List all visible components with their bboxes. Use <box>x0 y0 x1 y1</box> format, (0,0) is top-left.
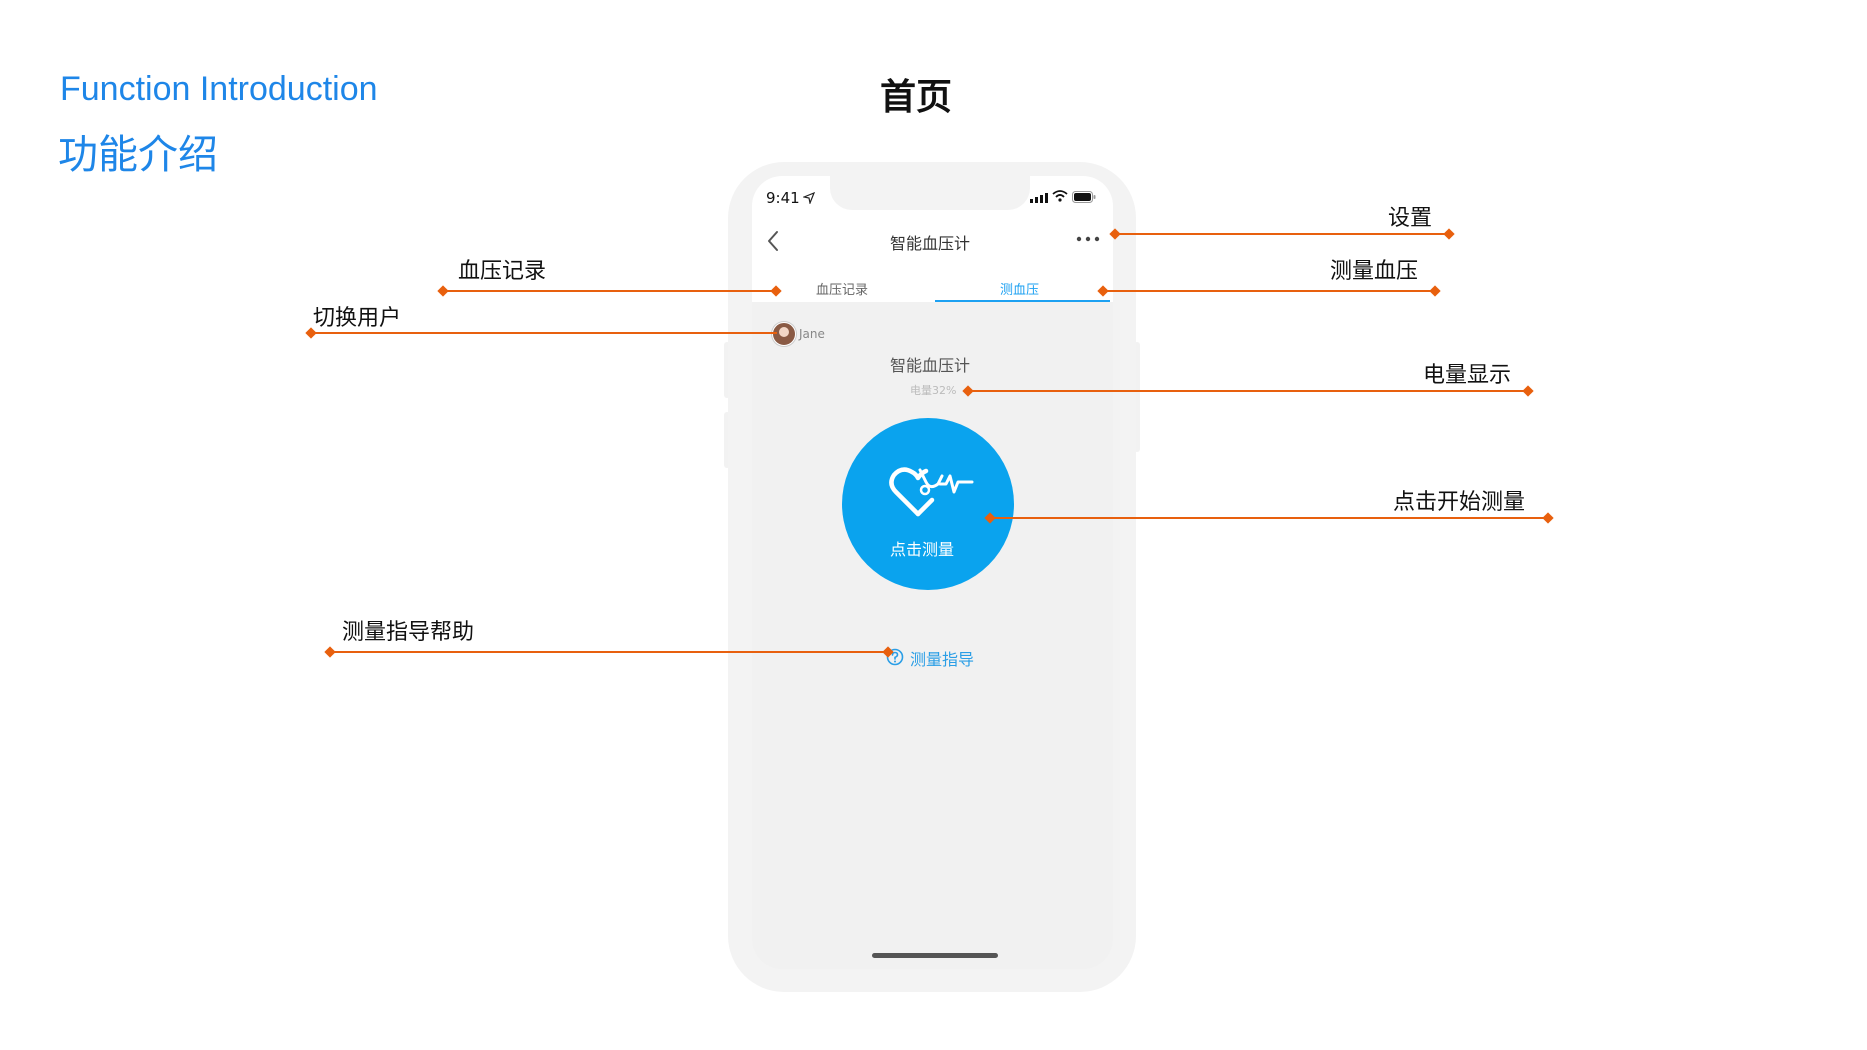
callout-line <box>1103 290 1435 292</box>
callout-line <box>1115 233 1449 235</box>
callout-switch-user: 切换用户 <box>313 306 402 331</box>
tab-bp-record[interactable]: 血压记录 <box>816 283 869 298</box>
battery-icon <box>1072 191 1096 203</box>
nav-title: 智能血压计 <box>890 234 971 253</box>
wifi-icon <box>1052 190 1068 202</box>
callout-bp-record: 血压记录 <box>458 259 547 284</box>
callout-battery-display: 电量显示 <box>1423 363 1512 388</box>
more-icon[interactable] <box>1076 236 1100 242</box>
signal-icon <box>1030 193 1048 203</box>
phone-side-button <box>724 342 730 398</box>
phone-side-button <box>1134 342 1140 452</box>
callout-dot <box>1522 385 1534 397</box>
callout-line <box>990 517 1548 519</box>
function-introduction-title-zh: 功能介绍 <box>58 132 218 178</box>
location-arrow-icon <box>803 192 815 204</box>
phone-side-button <box>724 412 730 468</box>
callout-dot <box>324 646 336 658</box>
callout-measure-bp: 测量血压 <box>1330 259 1419 284</box>
callout-line <box>311 332 777 334</box>
callout-dot <box>1443 228 1455 240</box>
phone-notch <box>830 176 1030 210</box>
function-introduction-title: Function Introduction <box>60 70 378 108</box>
callout-dot <box>1429 285 1441 297</box>
callout-line <box>443 290 776 292</box>
user-name[interactable]: Jane <box>799 327 825 341</box>
callout-guide-help: 测量指导帮助 <box>342 620 475 645</box>
callout-line <box>330 651 888 653</box>
page-title: 首页 <box>880 77 953 118</box>
callout-start-measure: 点击开始测量 <box>1393 490 1526 515</box>
device-name: 智能血压计 <box>890 356 971 375</box>
callout-line <box>968 390 1528 392</box>
measure-guide-link[interactable]: 测量指导 <box>910 650 975 669</box>
home-indicator <box>872 953 998 958</box>
battery-level: 电量32% <box>910 384 957 397</box>
tab-active-indicator <box>935 300 1110 302</box>
avatar[interactable] <box>772 322 796 346</box>
callout-dot <box>1542 512 1554 524</box>
heart-stethoscope-icon <box>889 467 974 517</box>
tab-measure-bp[interactable]: 测血压 <box>1000 283 1040 298</box>
callout-dot <box>437 285 449 297</box>
chevron-left-icon[interactable] <box>766 230 780 252</box>
status-time: 9:41 <box>766 189 800 207</box>
measure-button-label[interactable]: 点击测量 <box>890 540 955 559</box>
callout-settings: 设置 <box>1388 206 1433 231</box>
